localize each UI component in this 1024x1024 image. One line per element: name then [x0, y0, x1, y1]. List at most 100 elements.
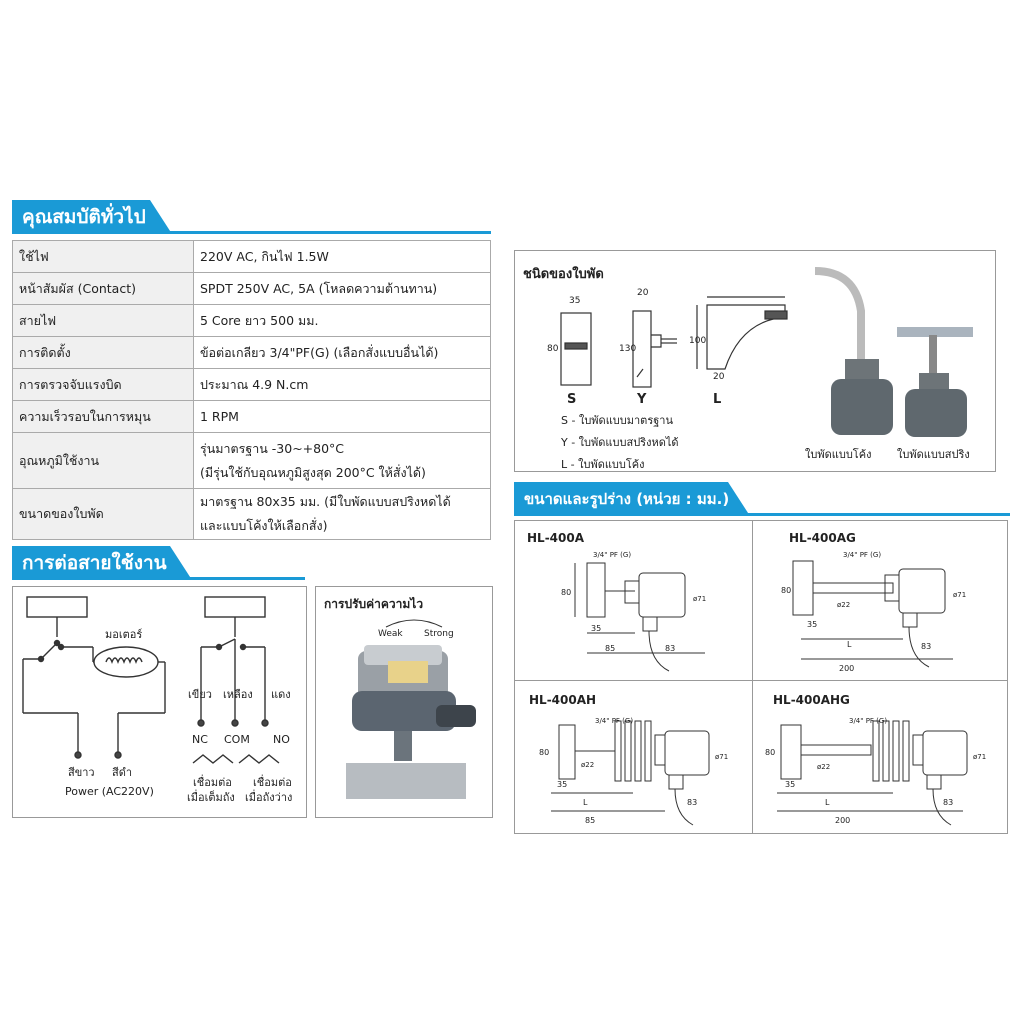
power-label: Power (AC220V) — [65, 785, 154, 798]
table-row: ใช้ไฟ 220V AC, กินไฟ 1.5W — [12, 240, 491, 273]
green-wire-label: เขียว — [188, 688, 212, 701]
spec-value: รุ่นมาตรฐาน -30~+80°C (มีรุ่นใช้กับอุณหภ… — [193, 432, 491, 489]
dim-dia: ø71 — [715, 753, 728, 761]
dim-200: 200 — [839, 664, 854, 673]
dim-83: 83 — [665, 644, 675, 653]
white-wire-label: สีขาว — [68, 766, 95, 779]
dim-85: 85 — [605, 644, 615, 653]
dim-200: 200 — [835, 816, 850, 825]
dim-cell-hl400ah: HL-400AH 3/4" PF (G) 80 35 L 85 83 ø71 ø… — [514, 680, 754, 834]
model-name: HL-400AH — [529, 693, 597, 707]
dim-shaft: ø22 — [817, 763, 830, 771]
dim-shaft: ø22 — [581, 761, 594, 769]
thread-label: 3/4" PF (G) — [593, 551, 631, 559]
spec-value: ประมาณ 4.9 N.cm — [193, 368, 491, 401]
dimensions-header: ขนาดและรูปร่าง (หน่วย : มม.) — [514, 482, 1010, 516]
dim-s-height: 80 — [547, 344, 559, 354]
paddle-desc-y: Y - ใบพัดแบบสปริงหดได้ — [561, 436, 679, 449]
motor-label: มอเตอร์ — [105, 628, 143, 641]
hl400ag-drawing: 3/4" PF (G) 80 35 L 200 83 ø71 ø22 — [781, 551, 966, 673]
connect-full-label2: เมื่อเต็มถัง — [187, 791, 235, 804]
paddle-panel: ชนิดของใบพัด 35 80 20 130 100 20 S Y L — [514, 250, 996, 472]
wiring-panel: มอเตอร์ สีขาว สีดำ Power (AC220V) เขียว … — [12, 586, 307, 818]
dim-l: L — [847, 640, 852, 649]
red-wire-label: แดง — [271, 688, 291, 701]
dim-cell-hl400ag: HL-400AG 3/4" PF (G) 80 35 L 200 83 ø71 … — [752, 520, 1008, 682]
spec-value: มาตรฐาน 80x35 มม. (มีใบพัดแบบสปริงหดได้ … — [193, 488, 491, 540]
model-name: HL-400A — [527, 531, 585, 545]
dim-l: L — [583, 798, 588, 807]
spec-value-line1: มาตรฐาน 80x35 มม. (มีใบพัดแบบสปริงหดได้ — [200, 494, 451, 509]
spec-key: สายไฟ — [12, 304, 194, 337]
dim-y-width: 20 — [637, 288, 649, 298]
dim-dia: ø71 — [973, 753, 986, 761]
spec-value-line2: และแบบโค้งให้เลือกสั่ง) — [200, 518, 328, 533]
hl400ahg-drawing: 3/4" PF (G) 80 35 L 200 83 ø71 ø22 — [765, 717, 986, 826]
spec-value: 5 Core ยาว 500 มม. — [193, 304, 491, 337]
yellow-wire-label: เหลือง — [223, 688, 253, 701]
dim-l: L — [825, 798, 830, 807]
paddle-desc-s: S - ใบพัดแบบมาตรฐาน — [561, 414, 673, 427]
connect-empty-label1: เชื่อมต่อ — [253, 776, 292, 789]
table-row: การติดตั้ง ข้อต่อเกลียว 3/4"PF(G) (เลือก… — [12, 336, 491, 369]
paddle-desc-l: L - ใบพัดแบบโค้ง — [561, 458, 645, 471]
spec-value-line2: (มีรุ่นใช้กับอุณหภูมิสูงสุด 200°C ให้สั่… — [200, 464, 426, 480]
thread-label: 3/4" PF (G) — [843, 551, 881, 559]
connect-empty-label2: เมื่อถังว่าง — [245, 791, 293, 804]
dimensions-title: ขนาดและรูปร่าง (หน่วย : มม.) — [514, 482, 750, 516]
dim-cell-hl400ahg: HL-400AHG 3/4" PF (G) 80 35 L 200 83 ø71… — [752, 680, 1008, 834]
paddle-drawings: 35 80 20 130 100 20 S Y L — [547, 267, 973, 437]
thread-label: 3/4" PF (G) — [849, 717, 887, 725]
dim-dia: ø71 — [953, 591, 966, 599]
spec-key: การตรวจจับแรงบิด — [12, 368, 194, 401]
black-wire-label: สีดำ — [112, 766, 133, 779]
table-row: ขนาดของใบพัด มาตรฐาน 80x35 มม. (มีใบพัดแ… — [12, 488, 491, 540]
hl400ah-drawing: 3/4" PF (G) 80 35 L 85 83 ø71 ø22 — [539, 717, 728, 826]
sensitivity-title: การปรับค่าความไว — [324, 597, 424, 611]
paddle-code-s: S — [567, 392, 576, 407]
general-header: คุณสมบัติทั่วไป — [12, 200, 491, 234]
spec-value: ข้อต่อเกลียว 3/4"PF(G) (เลือกสั่งแบบอื่น… — [193, 336, 491, 369]
sensor-photo — [346, 619, 476, 799]
spec-key: การติดตั้ง — [12, 336, 194, 369]
spec-value: SPDT 250V AC, 5A (โหลดความต้านทาน) — [193, 272, 491, 305]
dim-80: 80 — [765, 748, 775, 757]
dim-80: 80 — [539, 748, 549, 757]
spec-key: ความเร็วรอบในการหมุน — [12, 400, 194, 433]
dim-80: 80 — [781, 586, 791, 595]
general-title: คุณสมบัติทั่วไป — [12, 200, 172, 234]
spec-key: ขนาดของใบพัด — [12, 488, 194, 540]
wiring-diagram — [22, 596, 280, 764]
table-row: อุณหภูมิใช้งาน รุ่นมาตรฐาน -30~+80°C (มี… — [12, 432, 491, 489]
hl400a-drawing: 3/4" PF (G) 80 35 85 83 ø71 — [561, 551, 706, 672]
nc-label: NC — [192, 733, 208, 746]
dim-35: 35 — [807, 620, 817, 629]
dim-dia: ø71 — [693, 595, 706, 603]
sensitivity-panel: การปรับค่าความไว Weak Strong — [315, 586, 493, 818]
paddle-code-l: L — [713, 392, 721, 407]
table-row: หน้าสัมผัส (Contact) SPDT 250V AC, 5A (โ… — [12, 272, 491, 305]
spec-key: อุณหภูมิใช้งาน — [12, 432, 194, 489]
dim-85: 85 — [585, 816, 595, 825]
dim-35: 35 — [591, 624, 601, 633]
connect-full-label1: เชื่อมต่อ — [193, 776, 232, 789]
dim-83: 83 — [687, 798, 697, 807]
paddle-code-y: Y — [636, 392, 647, 407]
dim-83: 83 — [921, 642, 931, 651]
wiring-title: การต่อสายใช้งาน — [12, 546, 192, 580]
photo1-caption: ใบพัดแบบโค้ง — [805, 448, 872, 461]
dim-shaft: ø22 — [837, 601, 850, 609]
no-label: NO — [273, 733, 290, 746]
wiring-header: การต่อสายใช้งาน — [12, 546, 305, 580]
dim-s-width: 35 — [569, 296, 580, 306]
spec-key: หน้าสัมผัส (Contact) — [12, 272, 194, 305]
model-name: HL-400AG — [789, 531, 856, 545]
photo2-caption: ใบพัดแบบสปริง — [897, 448, 970, 461]
spec-value: 220V AC, กินไฟ 1.5W — [193, 240, 491, 273]
spec-value: 1 RPM — [193, 400, 491, 433]
dim-l-height: 100 — [689, 336, 706, 346]
table-row: ความเร็วรอบในการหมุน 1 RPM — [12, 400, 491, 433]
paddle-title: ชนิดของใบพัด — [523, 267, 604, 282]
spec-key: ใช้ไฟ — [12, 240, 194, 273]
thread-label: 3/4" PF (G) — [595, 717, 633, 725]
